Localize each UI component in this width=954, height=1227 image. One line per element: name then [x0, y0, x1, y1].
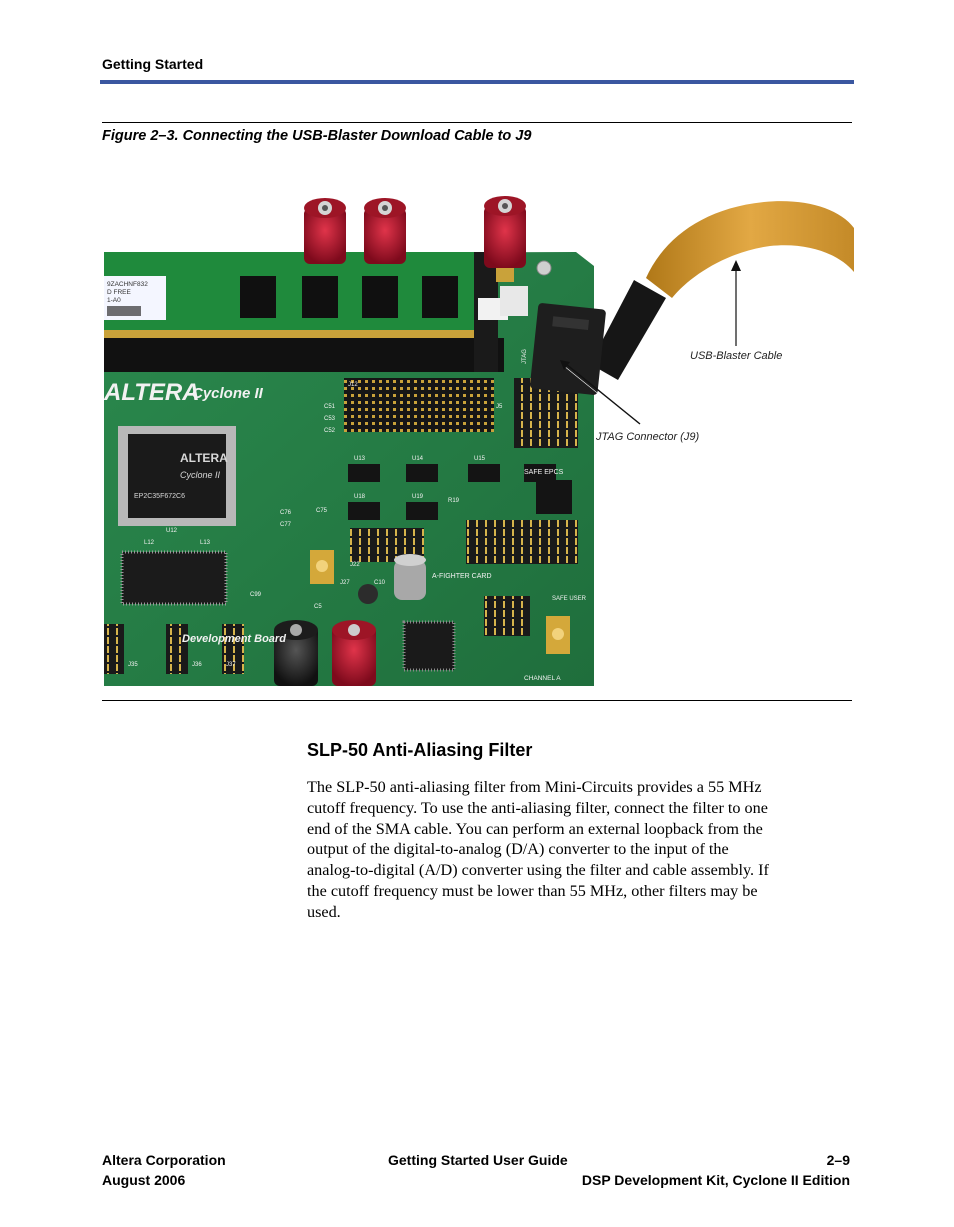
figure-top-rule — [102, 122, 852, 123]
safe-user-label: SAFE USER — [552, 596, 587, 602]
ref-label: U12 — [166, 528, 178, 534]
footer-edition: DSP Development Kit, Cyclone II Edition — [581, 1172, 850, 1188]
jtag-silk-label: JTAG — [522, 349, 528, 364]
ref-label: C77 — [280, 522, 292, 528]
ref-label: J36 — [192, 662, 202, 668]
ref-label: C51 — [324, 404, 336, 410]
footer-guide-title: Getting Started User Guide — [388, 1152, 568, 1168]
cable-plug — [529, 303, 606, 395]
ref-label: C99 — [250, 592, 262, 598]
ref-label: U18 — [354, 494, 366, 500]
ref-label: C53 — [324, 416, 336, 422]
fighter-card-label: A-FIGHTER CARD — [432, 573, 492, 580]
ref-label: C52 — [324, 428, 336, 434]
screw — [536, 260, 552, 276]
callout-jtag: JTAG Connector (J9) — [560, 360, 699, 443]
usb-cable-label: USB-Blaster Cable — [690, 350, 782, 362]
sticker-line-1: 9ZACHNF832 — [107, 281, 148, 288]
page-number: 2–9 — [826, 1152, 850, 1168]
figure-caption: Figure 2–3. Connecting the USB-Blaster D… — [102, 128, 532, 144]
jtag-label: JTAG Connector (J9) — [595, 431, 699, 443]
ref-label: J35 — [128, 662, 138, 668]
footer-company: Altera Corporation — [102, 1152, 226, 1168]
figure-bottom-rule — [102, 700, 852, 701]
black-banana-jack — [274, 620, 318, 686]
brand-label: ALTERA — [104, 379, 200, 406]
running-header: Getting Started — [102, 56, 204, 72]
ref-label: J27 — [340, 580, 350, 586]
ref-label: U14 — [412, 456, 424, 462]
footer-date: August 2006 — [102, 1172, 186, 1188]
board-photo: 9ZACHNF832 D FREE 1-A0 ALTERA Cyclone II… — [104, 168, 854, 686]
fpga-chip: ALTERA Cyclone II EP2C35F672C6 — [118, 426, 236, 526]
body-line: used. — [307, 902, 341, 921]
ref-label: C5 — [314, 604, 322, 610]
body-line: end of the SMA cable. You can perform an… — [307, 819, 763, 838]
ref-label: J12 — [348, 382, 358, 388]
ref-label: R19 — [448, 498, 460, 504]
header-rule — [100, 80, 854, 84]
ref-label: C75 — [316, 508, 328, 514]
red-banana-jack — [484, 196, 526, 282]
ref-label: U13 — [354, 456, 366, 462]
footer-right: 2–9 DSP Development Kit, Cyclone II Edit… — [582, 1150, 850, 1190]
ref-label: J5 — [496, 404, 503, 410]
sma-connector — [310, 550, 334, 584]
footer-center: Getting Started User Guide — [388, 1150, 568, 1170]
body-line: The SLP-50 anti-aliasing filter from Min… — [307, 778, 762, 796]
safe-epcs-label: SAFE EPCS — [524, 469, 564, 476]
ref-label: U15 — [474, 456, 486, 462]
body-line: the cutoff frequency must be lower than … — [307, 881, 758, 900]
dram-chip — [362, 276, 398, 318]
dram-chip — [240, 276, 276, 318]
body-line: output of the digital-to-analog (D/A) co… — [307, 840, 729, 859]
chip-family: Cyclone II — [180, 470, 221, 480]
ref-label: L12 — [144, 540, 155, 546]
dimm-socket — [104, 338, 504, 372]
callout-usb-cable: USB-Blaster Cable — [690, 260, 782, 362]
inductor — [358, 584, 378, 604]
red-banana-jack — [304, 198, 346, 264]
pin-header — [344, 378, 494, 432]
arrow-up-icon — [731, 260, 741, 271]
adc-chip — [402, 620, 456, 672]
ref-label: J37 — [226, 662, 236, 668]
chip-part: EP2C35F672C6 — [134, 493, 185, 500]
sticker-line-2: D FREE — [107, 289, 132, 296]
chip-brand: ALTERA — [180, 451, 228, 465]
dram-chip — [422, 276, 458, 318]
pin-header — [466, 520, 578, 564]
body-paragraph: The SLP-50 anti-aliasing filter from Min… — [307, 777, 852, 923]
body-line: cutoff frequency. To use the anti-aliasi… — [307, 798, 768, 817]
qfp-chip — [120, 550, 228, 606]
arrow-icon — [560, 360, 570, 370]
usb-blaster-cable — [529, 201, 854, 395]
dev-board-label: Development Board — [182, 633, 286, 645]
section-heading: SLP-50 Anti-Aliasing Filter — [307, 740, 533, 760]
family-label: Cyclone II — [192, 385, 264, 402]
ref-label: C10 — [374, 580, 386, 586]
red-banana-jack — [364, 198, 406, 264]
dram-chip — [302, 276, 338, 318]
ref-label: J22 — [350, 562, 360, 568]
ref-label: L13 — [200, 540, 211, 546]
footer-left: Altera Corporation August 2006 — [102, 1150, 226, 1190]
body-line: analog-to-digital (A/D) converter using … — [307, 861, 769, 880]
ref-label: U19 — [412, 494, 424, 500]
ic-row — [348, 464, 572, 520]
pin-header — [484, 596, 530, 636]
sma-connector — [546, 616, 570, 654]
memory-module: 9ZACHNF832 D FREE 1-A0 — [104, 252, 494, 338]
ref-label: C76 — [280, 510, 292, 516]
red-banana-jack — [332, 620, 376, 686]
sticker-line-3: 1-A0 — [107, 297, 121, 304]
ref-designators: J12 J5 C51 C53 C52 U13 U14 U15 U18 U19 R… — [128, 382, 503, 668]
capacitor — [394, 554, 426, 600]
channel-a-label: CHANNEL A — [524, 675, 561, 682]
